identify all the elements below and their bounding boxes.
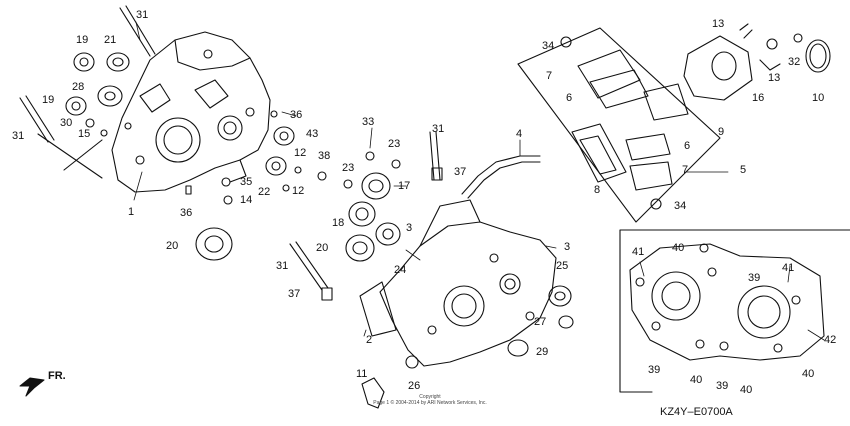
callout-26: 26: [408, 380, 421, 392]
callout-12: 12: [294, 147, 307, 159]
callout-23: 23: [342, 162, 355, 174]
callout-39: 39: [716, 380, 729, 392]
callout-2: 2: [366, 334, 373, 346]
callout-19: 19: [42, 94, 55, 106]
callout-11: 11: [356, 368, 368, 380]
callout-36: 36: [180, 207, 193, 219]
right-crankcase: [359, 199, 574, 409]
front-arrow: [19, 377, 45, 397]
callout-9: 9: [718, 126, 725, 138]
callout-25: 25: [556, 260, 569, 272]
callout-31: 31: [432, 123, 445, 135]
drawing-code: KZ4Y–E0700A: [660, 406, 733, 418]
callout-20: 20: [166, 240, 179, 252]
callout-15: 15: [78, 128, 91, 140]
callout-36: 36: [290, 109, 303, 121]
callout-7: 7: [682, 164, 689, 176]
callout-24: 24: [394, 264, 407, 276]
callout-40: 40: [740, 384, 753, 396]
callout-20: 20: [316, 242, 329, 254]
intake-manifold: [683, 23, 831, 101]
callout-42: 42: [824, 334, 837, 346]
callout-16: 16: [752, 92, 765, 104]
callout-30: 30: [60, 117, 73, 129]
callout-37: 37: [288, 288, 301, 300]
callout-31: 31: [276, 260, 289, 272]
callout-23: 23: [388, 138, 401, 150]
callout-33: 33: [362, 116, 375, 128]
center-bearings: [289, 131, 443, 301]
callout-21: 21: [104, 34, 117, 46]
callout-13: 13: [712, 18, 725, 30]
callout-39: 39: [748, 272, 761, 284]
callout-40: 40: [672, 242, 685, 254]
callout-29: 29: [536, 346, 549, 358]
callout-31: 31: [136, 9, 149, 21]
callout-31: 31: [12, 130, 25, 142]
callout-1: 1: [128, 206, 135, 218]
breather-hose: [461, 155, 541, 195]
callout-35: 35: [240, 176, 253, 188]
callout-13: 13: [768, 72, 781, 84]
callout-3: 3: [406, 222, 413, 234]
callout-6: 6: [684, 140, 691, 152]
callout-3: 3: [564, 241, 571, 253]
callout-38: 38: [318, 150, 331, 162]
copyright-line1: Copyright: [419, 394, 441, 400]
callout-6: 6: [566, 92, 573, 104]
callout-34: 34: [674, 200, 687, 212]
callout-14: 14: [240, 194, 253, 206]
callout-18: 18: [332, 217, 345, 229]
callout-22: 22: [258, 186, 271, 198]
callout-7: 7: [546, 70, 553, 82]
callout-8: 8: [594, 184, 601, 196]
front-direction-label: FR.: [48, 370, 66, 382]
callout-41: 41: [632, 246, 645, 258]
callout-28: 28: [72, 81, 85, 93]
callout-19: 19: [76, 34, 89, 46]
callout-32: 32: [788, 56, 801, 68]
callout-34: 34: [542, 40, 555, 52]
callout-37: 37: [454, 166, 467, 178]
copyright-notice: Copyright Page 1 © 2004-2014 by ARI Netw…: [340, 394, 520, 406]
reed-valve-box: [517, 27, 721, 223]
left-bearings: [65, 52, 327, 261]
callout-40: 40: [802, 368, 815, 380]
inset-cover-detail: [619, 229, 850, 393]
left-crankcase: [111, 31, 271, 193]
copyright-line2: Page 1 © 2004-2014 by ARI Network Servic…: [373, 400, 487, 406]
callout-40: 40: [690, 374, 703, 386]
callout-41: 41: [782, 262, 795, 274]
callout-4: 4: [516, 128, 523, 140]
callout-17: 17: [398, 180, 411, 192]
callout-12: 12: [292, 185, 305, 197]
callout-5: 5: [740, 164, 747, 176]
callout-27: 27: [534, 316, 547, 328]
callout-43: 43: [306, 128, 319, 140]
stud-bolts-left: [19, 5, 156, 143]
callout-39: 39: [648, 364, 661, 376]
callout-10: 10: [812, 92, 825, 104]
